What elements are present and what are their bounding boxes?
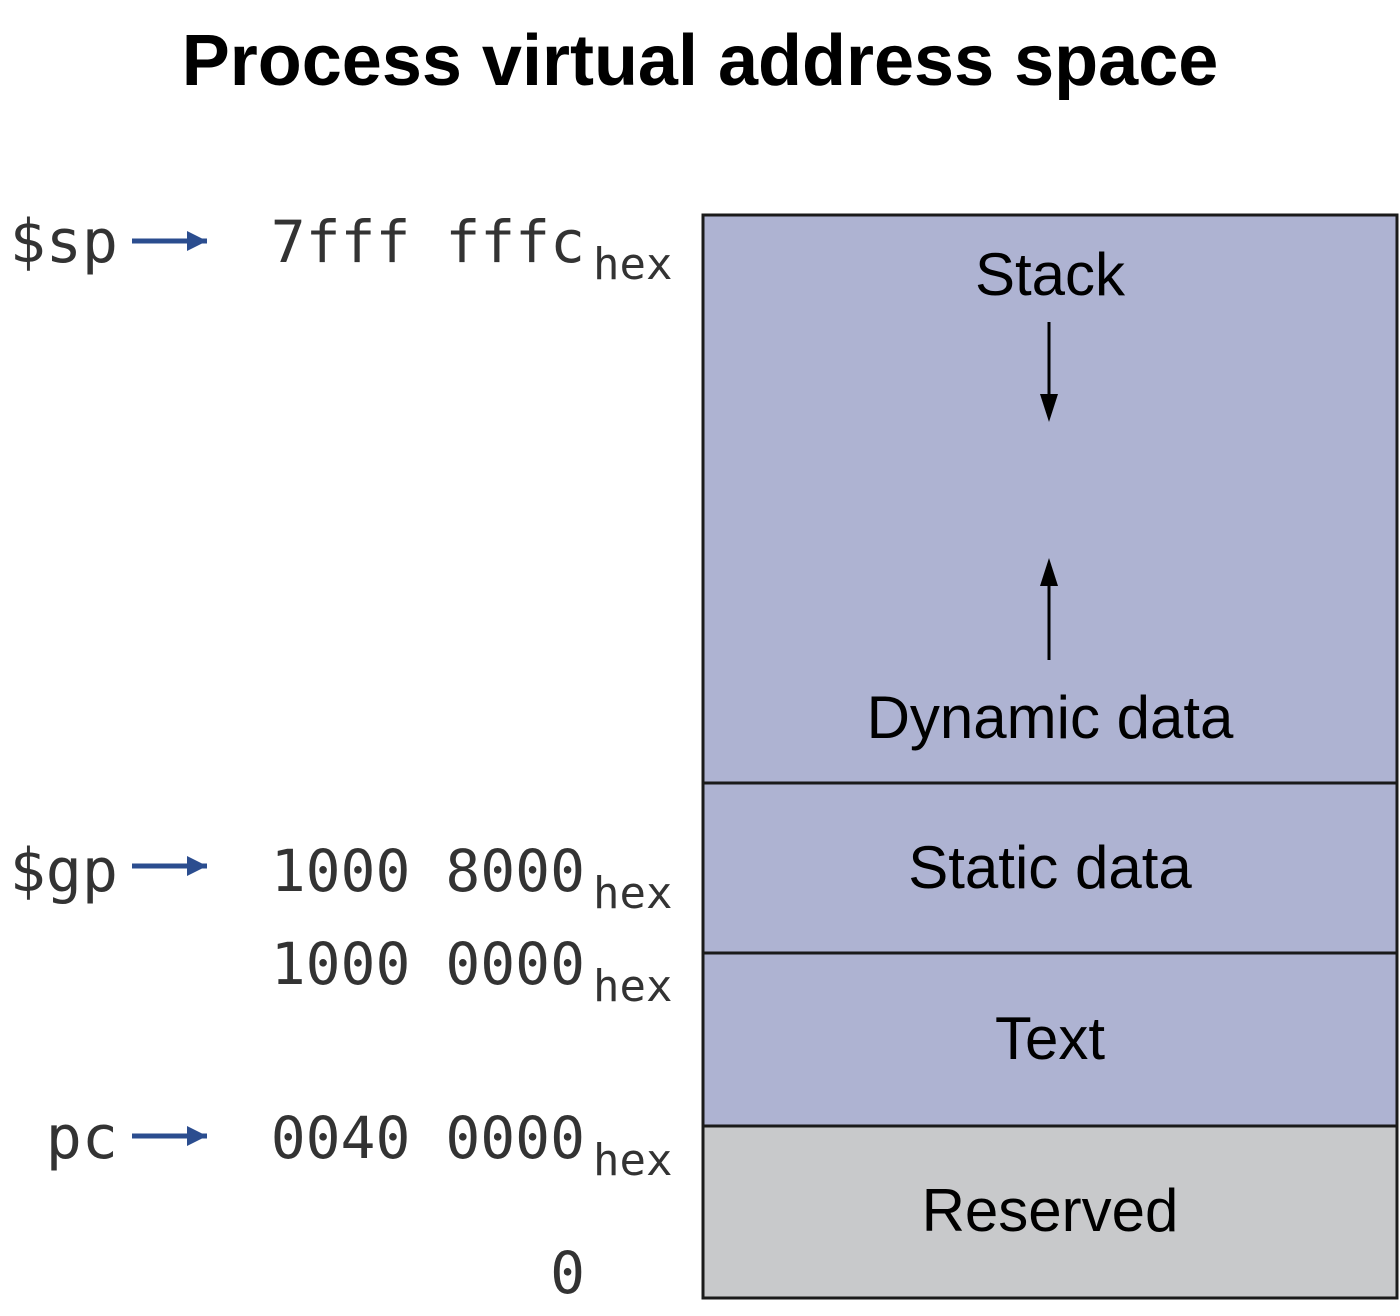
address-value: 1000 0000 — [271, 930, 585, 998]
segment-reserved-box — [701, 1124, 1399, 1300]
hex-suffix: hex — [593, 961, 672, 1012]
address-row-data-base: 1000 0000 hex — [271, 930, 673, 1012]
segment-label-static: Static data — [908, 834, 1192, 901]
hex-suffix: hex — [593, 868, 672, 919]
hex-suffix: hex — [593, 1135, 672, 1186]
address-row-zero: 0 — [550, 1239, 585, 1307]
register-label: $sp — [10, 207, 118, 277]
register-label: $gp — [10, 836, 118, 906]
address-value: 1000 8000 — [271, 837, 585, 905]
up-arrow-icon — [1040, 558, 1058, 660]
address-digits: 0 — [550, 1239, 585, 1307]
segment-static-box — [701, 781, 1399, 955]
register-label: pc — [46, 1103, 118, 1173]
address-row-pc: pc 0040 0000 hex — [46, 1103, 673, 1186]
memory-segments — [701, 213, 1399, 1300]
address-row-sp: $sp 7fff fffc hex — [10, 207, 673, 290]
address-digits: 0040 0000 — [271, 1104, 585, 1172]
hex-suffix: hex — [593, 239, 672, 290]
down-arrow-icon — [1040, 322, 1058, 422]
segment-label-stack: Stack — [975, 241, 1126, 308]
address-digits: 1000 8000 — [271, 837, 585, 905]
address-value: 0 — [550, 1239, 585, 1307]
address-digits: 7fff fffc — [271, 208, 585, 276]
segment-label-text: Text — [995, 1005, 1105, 1072]
segment-label-dynamic: Dynamic data — [867, 684, 1234, 751]
address-row-gp: $gp 1000 8000 hex — [10, 836, 673, 919]
segment-label-reserved: Reserved — [922, 1177, 1179, 1244]
segment-stack-heap-box — [701, 213, 1399, 785]
segment-text-box — [701, 951, 1399, 1128]
diagram-title: Process virtual address space — [181, 21, 1219, 101]
address-value: 0040 0000 — [271, 1104, 585, 1172]
segment-labels: Stack Dynamic data Static data Text Rese… — [867, 241, 1234, 1244]
address-value: 7fff fffc — [271, 208, 585, 276]
address-digits: 1000 0000 — [271, 930, 585, 998]
